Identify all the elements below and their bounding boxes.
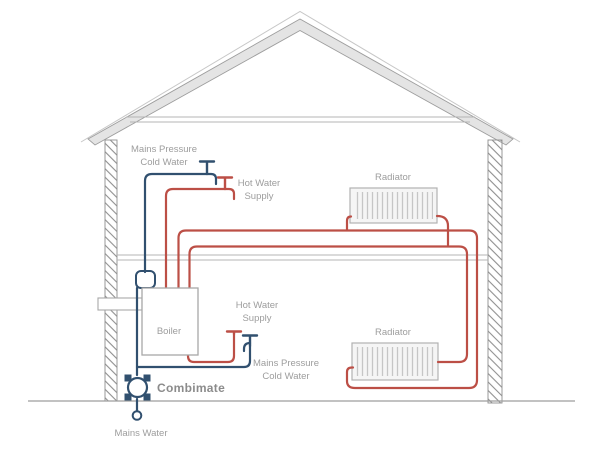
right-wall <box>487 139 503 404</box>
heating-flow-pipe <box>177 229 479 390</box>
mains-water-inlet-icon <box>131 410 143 421</box>
label-cold-lower-line1: Mains Pressure <box>253 358 319 369</box>
label-cold-upper-line1: Mains Pressure <box>131 144 197 155</box>
label-cold-upper-line2: Cold Water <box>140 157 187 168</box>
label-hot-lower-line1: Hot Water <box>236 300 278 311</box>
hot-water-pipe-lower <box>186 332 236 364</box>
left-wall <box>104 139 118 402</box>
cold-water-pipe-lower <box>135 344 252 369</box>
label-hot-lower-line2: Supply <box>242 313 271 324</box>
boiler-unit <box>141 287 199 356</box>
cold-water-pipe-upper <box>143 172 218 274</box>
label-radiator-upper: Radiator <box>375 172 411 183</box>
label-combimate: Combimate <box>157 381 225 395</box>
label-mains-water: Mains Water <box>115 428 168 439</box>
label-hot-upper-line1: Hot Water <box>238 178 280 189</box>
label-boiler: Boiler <box>157 326 181 337</box>
label-radiator-lower: Radiator <box>375 327 411 338</box>
heating-return-pipe <box>188 245 469 364</box>
combimate-unit <box>124 374 151 401</box>
roof-band <box>87 18 514 146</box>
hot-tap-upper-icon <box>216 176 234 191</box>
boiler-inlet-fitting <box>135 270 156 289</box>
label-cold-lower-line2: Cold Water <box>262 371 309 382</box>
radiator-upper <box>349 187 438 224</box>
cold-tap-upper-icon <box>198 160 216 176</box>
cold-tap-lower-icon <box>241 334 259 348</box>
radiator-upper-right-stub-pipe <box>435 214 450 247</box>
radiator-upper-left-stub-pipe <box>345 215 353 231</box>
hot-tap-lower-icon <box>225 330 243 336</box>
label-hot-upper-line2: Supply <box>244 191 273 202</box>
hot-water-pipe-upper <box>164 187 236 290</box>
roof-outer-line <box>80 10 521 143</box>
radiator-lower <box>351 342 439 381</box>
flue-pipe <box>97 297 143 311</box>
